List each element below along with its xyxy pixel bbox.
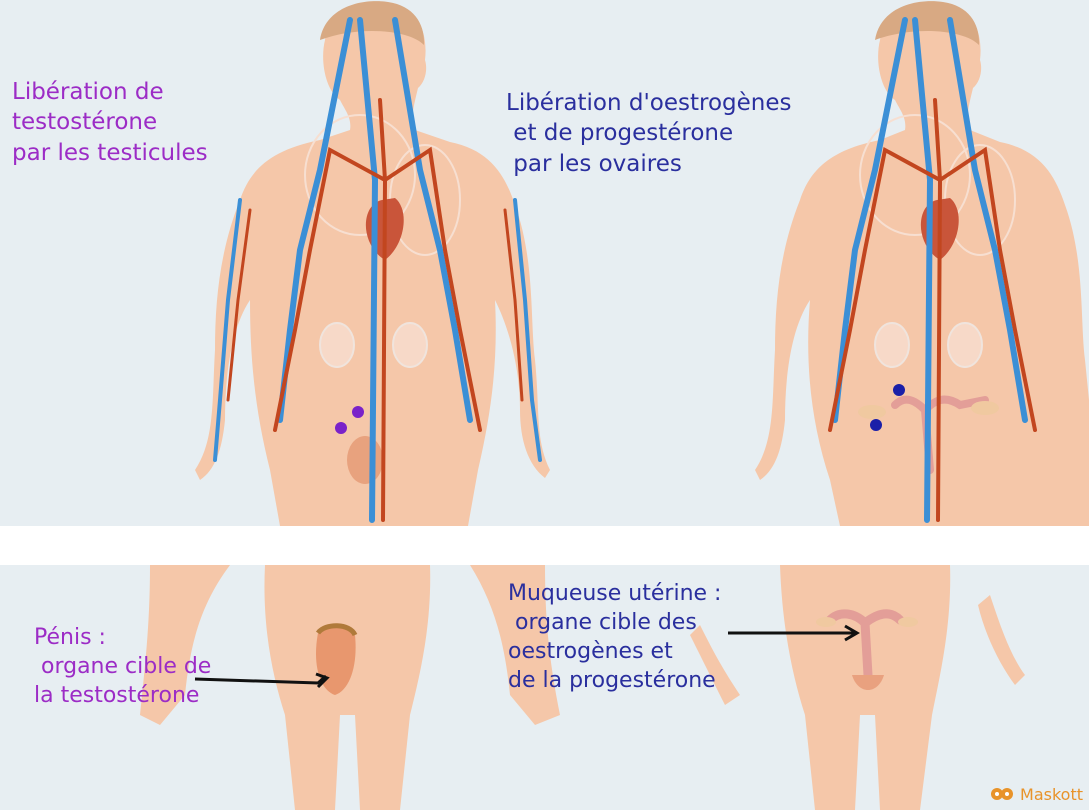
circulation-panel: Libération de testostérone par les testi…	[0, 0, 1089, 526]
owl-logo-icon	[991, 787, 1014, 800]
hormone-dot	[352, 406, 364, 418]
label-line: organe cible des	[508, 610, 697, 636]
uterus	[825, 609, 905, 680]
label-line: par les ovaires	[506, 150, 682, 177]
pointer-arrows	[194, 624, 860, 689]
label-line: Libération d'oestrogènes	[506, 90, 792, 116]
label-line: et de progestérone	[506, 120, 734, 147]
testicles	[347, 436, 383, 484]
arrow-male	[194, 674, 327, 685]
label-line: oestrogènes et	[508, 639, 673, 665]
label-line: Pénis :	[34, 625, 106, 650]
maskott-logo: Maskott	[990, 785, 1083, 804]
label-line: par les testicules	[12, 139, 208, 166]
male-target-label: Pénis : organe cible de la testostérone	[34, 623, 211, 710]
hormone-dot	[335, 422, 347, 434]
label-line: la testostérone	[34, 683, 200, 709]
label-line: testostérone	[12, 109, 158, 136]
hormone-dot	[893, 384, 905, 396]
circulation-illustration	[195, 1, 1089, 526]
male-pelvis	[140, 565, 560, 810]
label-line: organe cible de	[34, 654, 212, 680]
female-pelvis	[690, 565, 1025, 810]
male-body	[195, 1, 550, 526]
male-hormone-label: Libération de testostérone par les testi…	[12, 77, 208, 168]
female-target-label: Muqueuse utérine : organe cible des oest…	[508, 579, 721, 695]
target-organ-panel: Pénis : organe cible de la testostérone …	[0, 565, 1089, 810]
female-hormone-label: Libération d'oestrogènes et de progestér…	[506, 88, 792, 179]
hormone-dot	[870, 419, 882, 431]
label-line: de la progestérone	[508, 668, 716, 694]
label-line: Muqueuse utérine :	[508, 581, 722, 606]
target-organ-illustration	[140, 565, 1025, 810]
label-line: Libération de	[12, 79, 164, 105]
female-body	[755, 1, 1089, 526]
brand-name: Maskott	[1020, 785, 1083, 804]
